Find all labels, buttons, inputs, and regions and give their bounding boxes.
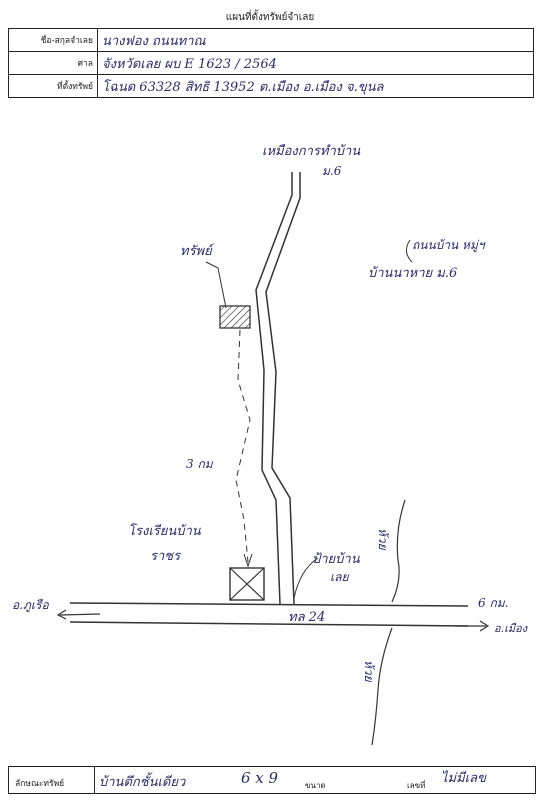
school-landmark-box: [229, 567, 265, 601]
header-row-location: ที่ตั้งทรัพย์ โฉนด 63328 สิทธิ 13952 ต.เ…: [8, 74, 534, 98]
village-road-right-edge: [265, 172, 301, 605]
location-label: ที่ตั้งทรัพย์: [8, 74, 98, 98]
highway-label: ทล 24: [288, 610, 326, 625]
junction-pointer-line: [293, 557, 319, 599]
number-value: ไม่มีเลข: [441, 771, 486, 786]
right-destination-label: อ.เมือง: [494, 622, 528, 635]
junction-label-line1: ป้ายบ้าน: [312, 552, 360, 567]
number-label: เลขที่: [407, 781, 426, 790]
dashed-route-line: [235, 329, 251, 563]
property-size-value: 6 x 9: [241, 769, 279, 787]
left-destination-label: อ.ภูเรือ: [12, 598, 49, 612]
stream-upper: [391, 499, 406, 603]
document-title: แผนที่ตั้งทรัพย์จำเลย: [225, 12, 315, 23]
size-label: ขนาด: [305, 781, 326, 790]
footer-row: ลักษณะทรัพย์ บ้านตึกชั้นเดียว 6 x 9 ขนาด…: [8, 766, 536, 794]
right-note-line2: บ้านนาหาย ม.6: [368, 266, 458, 281]
highway-top-edge: [69, 602, 469, 607]
footer-divider: [94, 767, 95, 793]
court-label: ศาล: [8, 51, 98, 75]
stream-bottom-label: ห้วย: [362, 660, 376, 682]
junction-label-line2: เลย: [330, 570, 349, 584]
house-pointer-line: [205, 261, 227, 309]
highway-bottom-edge: [69, 621, 469, 627]
road-top-label: เหมืองการทำบ้าน: [262, 144, 361, 159]
location-value: โฉนด 63328 สิทธิ 13952 ต.เมือง อ.เมือง จ…: [97, 74, 534, 98]
landmark-label-line1: โรงเรียนบ้าน: [128, 524, 201, 539]
left-arrow-head: [56, 609, 67, 620]
landmark-label-line2: ราชร: [150, 549, 181, 564]
stream-lower: [371, 627, 393, 746]
stream-top-label: ห้วย: [376, 528, 390, 550]
village-road-left-edge: [255, 172, 293, 605]
road-top-sub: ม.6: [322, 164, 342, 178]
right-note-arc: [406, 239, 413, 263]
left-arrow-line: [59, 613, 101, 616]
house-label: ทรัพย์: [180, 244, 212, 259]
right-arrow-head: [479, 620, 490, 632]
right-distance-label: 6 กม.: [478, 596, 509, 610]
header-row-defendant: ชื่อ-สกุลจำเลย นางฟอง ถนนทาณ: [8, 28, 534, 52]
property-house-marker: [219, 305, 251, 329]
dashed-route-arrow: [243, 553, 253, 568]
school-landmark-cross-b: [229, 567, 265, 601]
distance-label: 3 กม: [186, 457, 213, 471]
header-table: ชื่อ-สกุลจำเลย นางฟอง ถนนทาณ ศาล จังหวัด…: [8, 28, 534, 98]
defendant-value: นางฟอง ถนนทาณ: [97, 28, 534, 52]
property-type-label: ลักษณะทรัพย์: [15, 779, 65, 789]
right-note-line1: ถนนบ้าน หมู่ฯ: [412, 238, 485, 252]
property-type-value: บ้านตึกชั้นเดียว: [99, 775, 186, 790]
